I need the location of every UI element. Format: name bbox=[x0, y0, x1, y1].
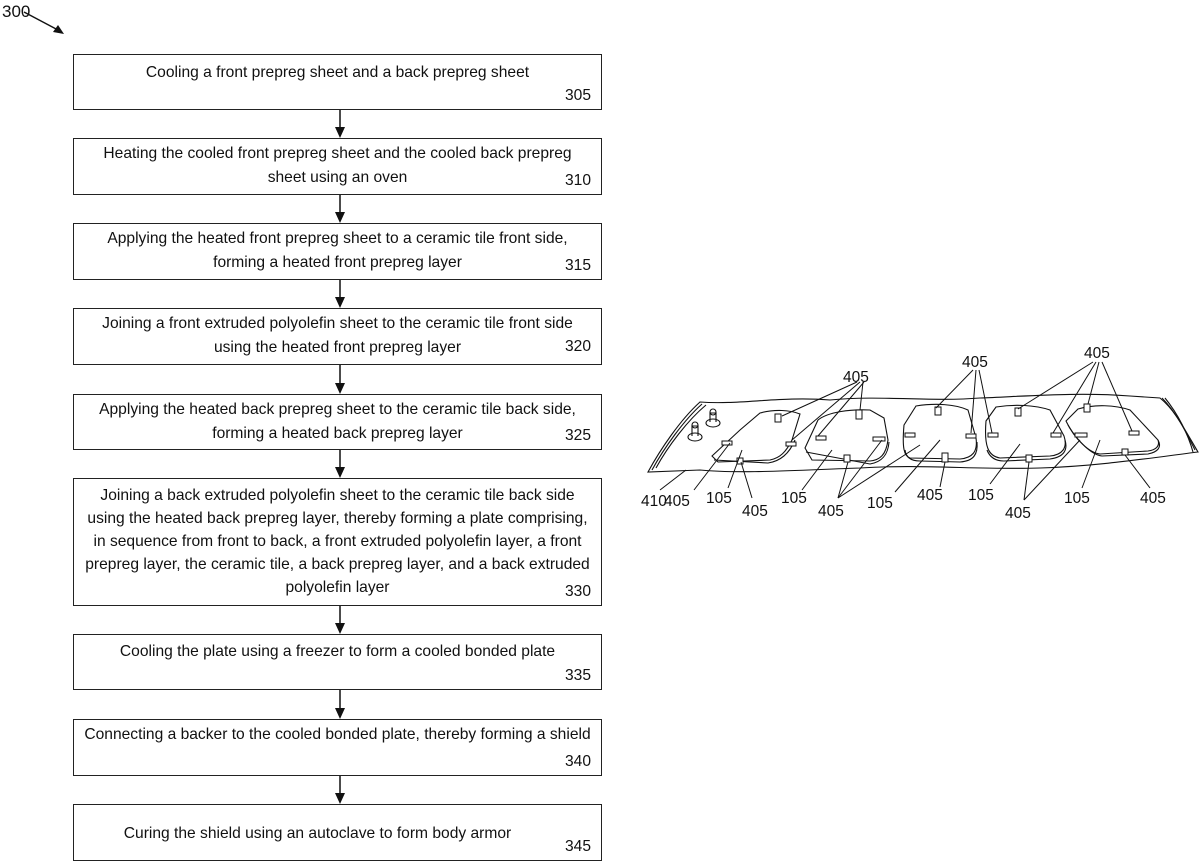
step-ref: 330 bbox=[564, 583, 591, 600]
step-ref: 305 bbox=[564, 87, 591, 104]
tab bbox=[1014, 407, 1022, 417]
ceramic-plate bbox=[984, 404, 1066, 459]
tab bbox=[1050, 432, 1062, 438]
armor-plates-illustration: 405 405 405 410 405 105 405 105 405 105 … bbox=[641, 345, 1199, 522]
step-box-345: Curing the shield using an autoclave to … bbox=[73, 804, 602, 861]
tab bbox=[872, 436, 886, 442]
step-text: Joining a back extruded polyolefin sheet… bbox=[85, 487, 590, 596]
ceramic-plate bbox=[1065, 405, 1160, 455]
ref-label-plate: 105 bbox=[706, 490, 732, 507]
step-text: Applying the heated back prepreg sheet t… bbox=[99, 401, 576, 442]
figure-label: 300 bbox=[2, 2, 31, 21]
flow-arrow-icon bbox=[335, 280, 345, 308]
step-box-310: Heating the cooled front prepreg sheet a… bbox=[73, 138, 602, 195]
step-text: Joining a front extruded polyolefin shee… bbox=[102, 315, 573, 356]
tab bbox=[934, 406, 942, 416]
step-text: Connecting a backer to the cooled bonded… bbox=[84, 726, 591, 743]
step-text: Applying the heated front prepreg sheet … bbox=[107, 230, 568, 271]
tab bbox=[904, 432, 916, 438]
flow-arrow-icon bbox=[335, 365, 345, 394]
step-box-315: Applying the heated front prepreg sheet … bbox=[73, 223, 602, 280]
step-text: Heating the cooled front prepreg sheet a… bbox=[103, 145, 572, 186]
step-text: Curing the shield using an autoclave to … bbox=[123, 825, 512, 842]
ref-label-tab: 405 bbox=[818, 503, 844, 520]
step-ref: 345 bbox=[564, 838, 591, 855]
tab bbox=[736, 457, 744, 465]
tab bbox=[785, 441, 797, 447]
step-box-305: Cooling a front prepreg sheet and a back… bbox=[73, 54, 602, 110]
step-box-325: Applying the heated back prepreg sheet t… bbox=[73, 394, 602, 450]
ref-label-tab: 405 bbox=[1005, 505, 1031, 522]
ref-label-carrier: 410 bbox=[641, 493, 667, 510]
ref-label-plate: 105 bbox=[968, 487, 994, 504]
tab bbox=[941, 452, 949, 463]
step-ref: 315 bbox=[564, 257, 591, 274]
tab bbox=[843, 454, 851, 463]
stud bbox=[705, 418, 721, 428]
ref-label-tab: 405 bbox=[664, 493, 690, 510]
flow-arrow-icon bbox=[335, 450, 345, 478]
flow-arrow-icon bbox=[335, 776, 345, 804]
step-ref: 325 bbox=[564, 427, 591, 444]
ref-label-plate: 105 bbox=[867, 495, 893, 512]
tab bbox=[965, 433, 977, 439]
step-box-335: Cooling the plate using a freezer to for… bbox=[73, 634, 602, 690]
ref-label-tab: 405 bbox=[1140, 490, 1166, 507]
ref-label-plate: 105 bbox=[1064, 490, 1090, 507]
tab bbox=[1083, 403, 1091, 413]
tab bbox=[1074, 432, 1088, 438]
tab bbox=[987, 432, 999, 438]
figure-pointer-arrow-icon bbox=[23, 11, 64, 34]
step-ref: 310 bbox=[564, 172, 591, 189]
step-text: Cooling a front prepreg sheet and a back… bbox=[145, 64, 530, 81]
flow-arrow-icon bbox=[335, 690, 345, 719]
ceramic-plate bbox=[804, 409, 889, 462]
tab bbox=[855, 409, 863, 420]
ref-label-plate: 105 bbox=[781, 490, 807, 507]
ref-label-tab: 405 bbox=[962, 354, 988, 371]
step-box-330: Joining a back extruded polyolefin sheet… bbox=[73, 478, 602, 606]
ref-label-tab: 405 bbox=[742, 503, 768, 520]
tab bbox=[1128, 430, 1140, 436]
step-box-320: Joining a front extruded polyolefin shee… bbox=[73, 308, 602, 365]
step-ref: 335 bbox=[564, 667, 591, 684]
flow-arrow-icon bbox=[335, 195, 345, 223]
ceramic-plate bbox=[902, 403, 977, 460]
flow-arrow-icon bbox=[335, 110, 345, 138]
ceramic-plate bbox=[711, 409, 801, 463]
ref-label-tab: 405 bbox=[843, 369, 869, 386]
step-ref: 320 bbox=[564, 338, 591, 355]
tab bbox=[1121, 448, 1129, 456]
carrier-sheet bbox=[647, 393, 1199, 473]
tab bbox=[1025, 454, 1033, 463]
tab bbox=[774, 413, 782, 423]
stud bbox=[687, 432, 703, 442]
step-ref: 340 bbox=[564, 753, 591, 770]
tab bbox=[721, 440, 733, 446]
ref-label-tab: 405 bbox=[917, 487, 943, 504]
ref-label-tab: 405 bbox=[1084, 345, 1110, 362]
step-text: Cooling the plate using a freezer to for… bbox=[119, 643, 556, 660]
step-box-340: Connecting a backer to the cooled bonded… bbox=[73, 719, 602, 776]
tab bbox=[815, 435, 827, 441]
flow-arrow-icon bbox=[335, 606, 345, 634]
